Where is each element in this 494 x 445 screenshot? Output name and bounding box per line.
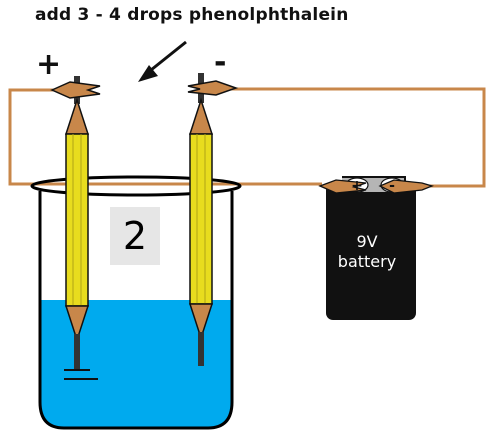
battery-label: 9V battery [326, 232, 408, 272]
battery-clip-left [318, 179, 367, 194]
clip-left [50, 81, 101, 99]
battery-voltage: 9V [356, 232, 378, 251]
instruction-text: add 3 - 4 drops phenolphthalein [35, 5, 349, 25]
battery-terminal-plus: + [351, 178, 363, 194]
negative-terminal-sign: - [214, 45, 227, 80]
step-number: 2 [122, 214, 148, 258]
instruction-arrow [138, 40, 187, 82]
pencil-electrode-right [188, 73, 214, 366]
water [40, 300, 232, 428]
beaker [30, 175, 242, 430]
battery-clip-right [378, 179, 434, 194]
clip-right [187, 80, 239, 96]
battery-name: battery [337, 252, 397, 271]
battery-terminal-minus: - [389, 178, 395, 194]
positive-terminal-sign: + [36, 47, 62, 82]
pencil-electrode-left [64, 76, 98, 380]
step-number-badge: 2 [110, 207, 160, 265]
